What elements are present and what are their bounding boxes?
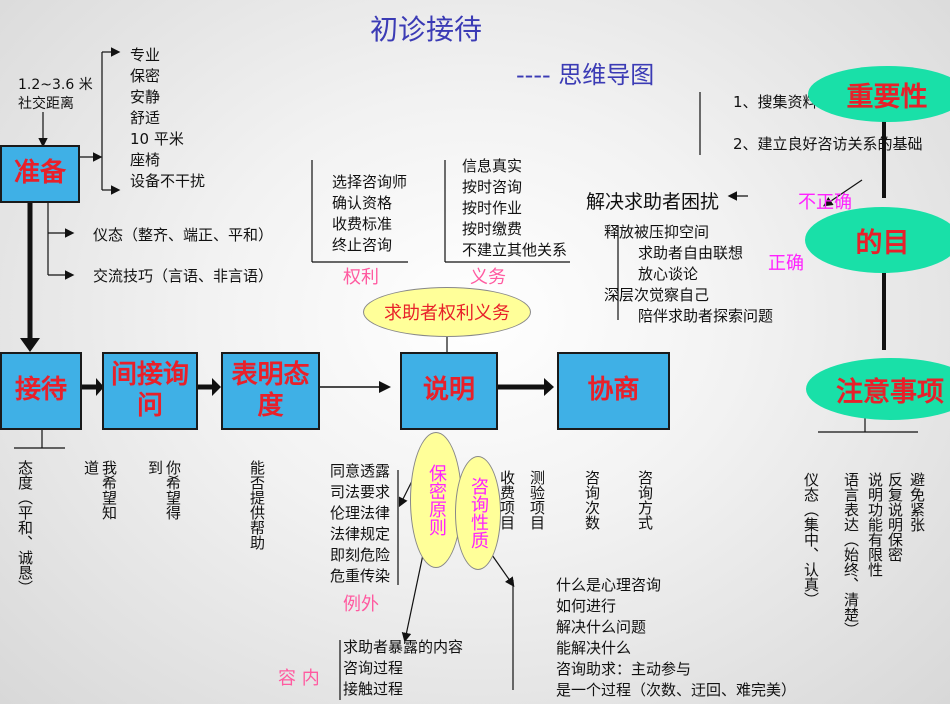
flow-stance[interactable]: 表明态度	[221, 352, 320, 430]
comm-skill-note: 交流技巧（言语、非言语）	[93, 267, 274, 285]
negotiate-method: 咨询方式	[636, 470, 654, 530]
duty-list: 信息真实按时咨询 按时作业按时缴费 不建立其他关系	[462, 157, 568, 259]
purpose-oval[interactable]: 的目	[805, 207, 950, 273]
flow-indirect-inquiry[interactable]: 间接询问	[102, 352, 198, 430]
page-subtitle: ---- 思维导图	[516, 61, 655, 89]
flow-negotiate[interactable]: 协商	[557, 352, 670, 430]
solve-distress: 解决求助者困扰	[586, 191, 720, 213]
flow-reception[interactable]: 接待	[0, 352, 82, 430]
rights-label: 权利	[343, 267, 379, 288]
notes-posture: 仪态（集中、认真）	[802, 472, 820, 607]
indirect-get: 你希望得到	[146, 460, 182, 520]
exceptions-label: 例外	[343, 594, 379, 615]
charge-item: 收费项目	[498, 470, 516, 530]
importance-item-1: 1、搜集资料	[733, 93, 818, 111]
notes-language: 语言表达（始终、清楚）	[842, 472, 860, 637]
nature-list: 什么是心理咨询如何进行 解决什么问题能解决什么 咨询助求：主动参与是一个过程（次…	[556, 576, 797, 699]
duty-label: 义务	[470, 267, 506, 288]
consult-nature-oval[interactable]: 咨询性质	[455, 456, 501, 570]
rights-duty-oval[interactable]: 求助者权利义务	[363, 287, 531, 337]
negotiate-test: 测验项目	[528, 470, 546, 530]
distance-note: 1.2~3.6 米 社交距离	[18, 77, 93, 112]
right-label: 正确	[768, 253, 804, 274]
content-list: 求助者暴露的内容咨询过程 接触过程	[343, 638, 464, 698]
page-title: 初诊接待	[370, 13, 483, 46]
posture-note: 仪态（整齐、端正、平和）	[93, 226, 274, 244]
indirect-know: 我希望知道	[82, 460, 118, 520]
prep-box[interactable]: 准备	[0, 145, 80, 203]
exceptions-list: 同意透露司法要求 伦理法律法律规定 即刻危险危重传染	[330, 462, 391, 585]
notes-oval[interactable]: 注意事项	[806, 358, 950, 420]
stance-help: 能否提供帮助	[248, 460, 266, 550]
wrong-label: 不正确	[798, 192, 852, 213]
confidential-oval[interactable]: 保密原则	[410, 432, 462, 568]
prep-list: 专业保密 安静舒适 10 平米座椅 设备不干扰	[130, 46, 206, 190]
importance-oval[interactable]: 重要性	[808, 66, 950, 122]
notes-limits: 说明功能有限性	[866, 472, 884, 577]
importance-item-2: 2、建立良好咨访关系的基础	[733, 135, 923, 153]
negotiate-count: 咨询次数	[583, 470, 601, 530]
notes-confidential: 反复说明保密	[886, 472, 904, 562]
notes-avoid-tension: 避免紧张	[908, 472, 926, 532]
reception-attitude: 态度（平和、诚恳）	[16, 460, 34, 595]
rights-list: 选择咨询师确认资格 收费标准终止咨询	[332, 173, 408, 254]
content-label: 容 内	[278, 668, 320, 689]
purpose-list: 释放被压抑空间 求助者自由联想 放心谈论 深层次觉察自己 陪伴求助者探索问题	[604, 223, 774, 325]
flow-explain[interactable]: 说明	[400, 352, 498, 430]
